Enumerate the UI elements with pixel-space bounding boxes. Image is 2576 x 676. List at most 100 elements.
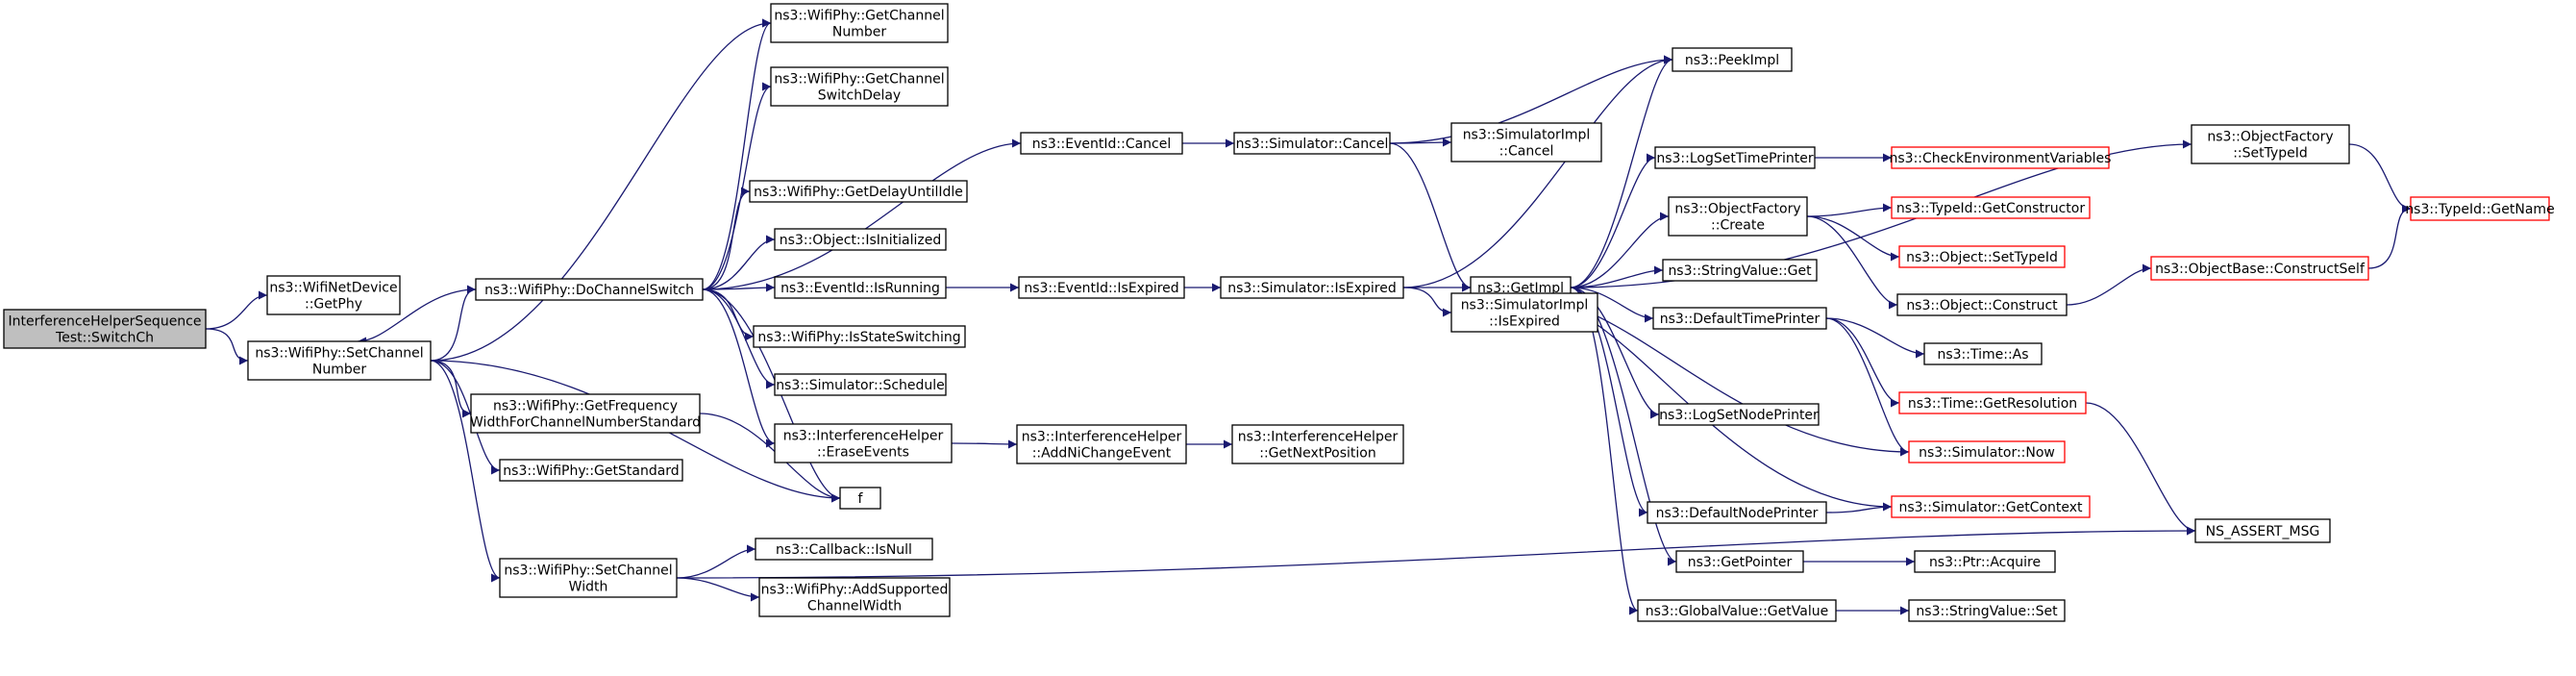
node-ns3-objectfactory-create[interactable]: ns3::ObjectFactory::Create xyxy=(1668,196,1808,237)
node-box xyxy=(1672,47,1793,72)
node-ns3-defaulttimeprinter[interactable]: ns3::DefaultTimePrinter xyxy=(1652,307,1827,330)
node-label: ns3::InterferenceHelper xyxy=(1022,430,1182,445)
node-ns3-objectfactory-settypeid[interactable]: ns3::ObjectFactory::SetTypeId xyxy=(2191,124,2350,164)
node-ns3-wifiphy-getstandard[interactable]: ns3::WifiPhy::GetStandard xyxy=(499,459,683,482)
node-box xyxy=(247,340,432,381)
node-ns-assert-msg[interactable]: NS_ASSERT_MSG xyxy=(2194,518,2331,543)
node-ns3-wifiphy-getfrequencywidthforchannelnumberstandard[interactable]: ns3::WifiPhy::GetFrequencyWidthForChanne… xyxy=(470,393,701,434)
node-box xyxy=(774,228,947,251)
node-label: ns3::Simulator::Schedule xyxy=(776,378,945,393)
node-ns3-globalvalue-getvalue[interactable]: ns3::GlobalValue::GetValue xyxy=(1637,599,1837,622)
node-ns3-simulator-schedule[interactable]: ns3::Simulator::Schedule xyxy=(774,373,947,396)
edge-n2-to-n4 xyxy=(430,285,477,362)
node-ns3-interferencehelper-getnextposition[interactable]: ns3::InterferenceHelper::GetNextPosition xyxy=(1231,424,1404,464)
node-ns3-interferencehelper-addnichangeevent[interactable]: ns3::InterferenceHelper::AddNiChangeEven… xyxy=(1016,424,1187,464)
node-ns3-interferencehelper-eraseevents[interactable]: ns3::InterferenceHelper::EraseEvents xyxy=(774,423,953,463)
call-edges xyxy=(205,18,2412,615)
node-ns3-object-settypeid[interactable]: ns3::Object::SetTypeId xyxy=(1898,245,2066,268)
node-ns3-eventid-cancel[interactable]: ns3::EventId::Cancel xyxy=(1020,132,1183,155)
node-ns3-typeid-getname[interactable]: ns3::TypeId::GetName xyxy=(2405,196,2555,221)
node-f[interactable]: f xyxy=(839,487,881,510)
node-box xyxy=(1220,276,1404,299)
node-label: ns3::Simulator::IsExpired xyxy=(1227,281,1397,296)
node-label: ns3::WifiPhy::GetChannel xyxy=(774,72,944,88)
node-label: ns3::Simulator::Now xyxy=(1919,445,2055,461)
node-ns3-simulator-now[interactable]: ns3::Simulator::Now xyxy=(1908,440,2066,463)
node-ns3-peekimpl[interactable]: ns3::PeekImpl xyxy=(1672,47,1793,72)
node-ns3-wifinetdevice-getphy[interactable]: ns3::WifiNetDevice::GetPhy xyxy=(266,275,401,315)
node-ns3-logsettimeprinter[interactable]: ns3::LogSetTimePrinter xyxy=(1654,146,1816,169)
node-box xyxy=(266,275,401,315)
node-ns3-logsetnodeprinter[interactable]: ns3::LogSetNodePrinter xyxy=(1658,403,1820,426)
edge-n4-to-n16 xyxy=(702,288,776,448)
node-ns3-defaultnodeprinter[interactable]: ns3::DefaultNodePrinter xyxy=(1647,501,1827,524)
edge-n27-to-n33 xyxy=(1570,287,1654,323)
node-ns3-wifiphy-dochannelswitch[interactable]: ns3::WifiPhy::DoChannelSwitch xyxy=(475,278,704,301)
node-label: ns3::WifiNetDevice xyxy=(269,281,397,296)
node-box xyxy=(1652,307,1827,330)
node-ns3-typeid-getconstructor[interactable]: ns3::TypeId::GetConstructor xyxy=(1891,196,2091,219)
node-ns3-objectbase-constructself[interactable]: ns3::ObjectBase::ConstructSelf xyxy=(2150,256,2369,281)
node-ns3-ptr-acquire[interactable]: ns3::Ptr::Acquire xyxy=(1914,550,2056,573)
node-ns3-eventid-isexpired[interactable]: ns3::EventId::IsExpired xyxy=(1018,276,1185,299)
node-label: ns3::WifiPhy::DoChannelSwitch xyxy=(484,283,694,298)
node-ns3-simulator-getcontext[interactable]: ns3::Simulator::GetContext xyxy=(1891,495,2091,518)
node-ns3-simulatorimpl-cancel[interactable]: ns3::SimulatorImpl::Cancel xyxy=(1450,122,1602,163)
node-ns3-time-as[interactable]: ns3::Time::As xyxy=(1923,342,2043,365)
node-ns3-eventid-isrunning[interactable]: ns3::EventId::IsRunning xyxy=(774,276,947,299)
edge-n45-to-n19 xyxy=(2085,402,2196,536)
edge-n27-to-n25 xyxy=(1570,55,1673,288)
edge-n31-to-n42 xyxy=(1806,215,1898,310)
node-box xyxy=(470,393,701,434)
node-box xyxy=(839,487,881,510)
edge-n4-to-n2 xyxy=(357,288,477,346)
node-ns3-simulatorimpl-isexpired[interactable]: ns3::SimulatorImpl::IsExpired xyxy=(1450,292,1598,333)
node-ns3-stringvalue-set[interactable]: ns3::StringValue::Set xyxy=(1908,599,2066,622)
node-label: Number xyxy=(312,363,366,378)
node-ns3-stringvalue-get[interactable]: ns3::StringValue::Get xyxy=(1662,259,1818,282)
node-ns3-checkenvironmentvariables[interactable]: ns3::CheckEnvironmentVariables xyxy=(1890,146,2112,169)
node-box xyxy=(755,538,933,561)
node-label: ns3::StringValue::Get xyxy=(1668,263,1812,279)
node-box xyxy=(1662,259,1818,282)
node-ns3-simulator-isexpired[interactable]: ns3::Simulator::IsExpired xyxy=(1220,276,1404,299)
node-label: WidthForChannelNumberStandard xyxy=(470,415,701,431)
node-label: ns3::Object::IsInitialized xyxy=(780,233,941,248)
node-box xyxy=(1233,132,1391,155)
node-ns3-simulator-cancel[interactable]: ns3::Simulator::Cancel xyxy=(1233,132,1391,155)
edge-n4-to-n10 xyxy=(702,138,1022,290)
node-label: Number xyxy=(832,25,886,40)
node-box xyxy=(1647,501,1827,524)
node-box xyxy=(1016,424,1187,464)
node-label: ns3::EventId::Cancel xyxy=(1032,137,1172,152)
node-label: ns3::GetImpl xyxy=(1477,281,1564,296)
node-ns3-wifiphy-getdelayuntilidle[interactable]: ns3::WifiPhy::GetDelayUntilIdle xyxy=(749,180,968,203)
node-ns3-object-isinitialized[interactable]: ns3::Object::IsInitialized xyxy=(774,228,947,251)
node-ns3-wifiphy-isstateswitching[interactable]: ns3::WifiPhy::IsStateSwitching xyxy=(753,325,966,348)
edge-n27-to-n37 xyxy=(1570,287,1639,615)
node-label: ns3::ObjectFactory xyxy=(1674,202,1800,217)
node-label: ::SetTypeId xyxy=(2233,146,2308,162)
node-label: ns3::TypeId::GetConstructor xyxy=(1896,201,2085,216)
node-box xyxy=(2191,124,2350,164)
node-box xyxy=(1898,245,2066,268)
node-ns3-object-construct[interactable]: ns3::Object::Construct xyxy=(1896,293,2068,316)
node-label: ns3::EventId::IsExpired xyxy=(1024,281,1178,296)
node-box xyxy=(1908,599,2066,622)
node-label: ns3::InterferenceHelper xyxy=(783,429,944,444)
edge-n4-to-n3 xyxy=(702,18,772,290)
node-label: ::Create xyxy=(1711,218,1765,234)
node-ns3-getpointer[interactable]: ns3::GetPointer xyxy=(1675,550,1804,573)
node-ns3-time-getresolution[interactable]: ns3::Time::GetResolution xyxy=(1898,391,2087,414)
node-label: ns3::GetPointer xyxy=(1688,555,1793,570)
edge-n27-to-n32 xyxy=(1570,265,1664,288)
node-box xyxy=(1923,342,2043,365)
edge-n4-to-n12 xyxy=(702,235,776,290)
node-ns3-callback-isnull[interactable]: ns3::Callback::IsNull xyxy=(755,538,933,561)
